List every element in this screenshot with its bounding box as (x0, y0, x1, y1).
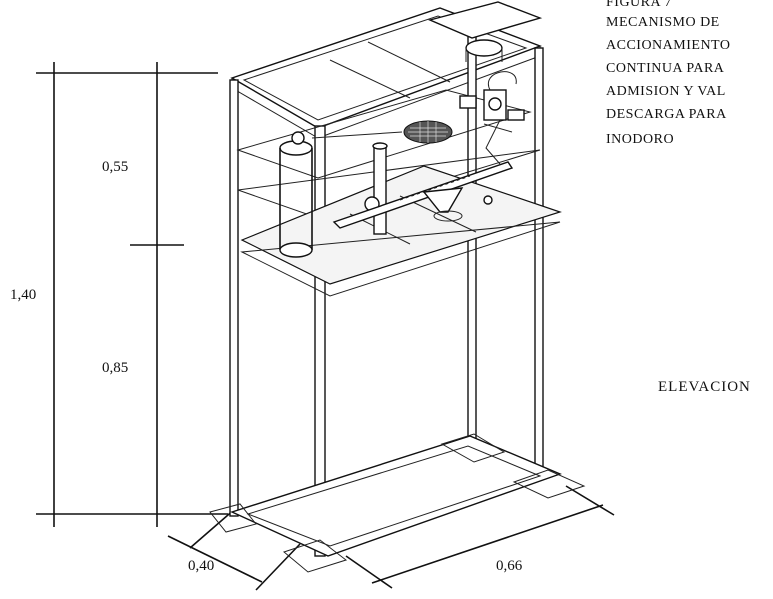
width-ext-b (345, 555, 393, 589)
dim-width: 0,66 (496, 558, 523, 574)
title-line-2: MECANISMO DE (606, 15, 720, 30)
depth-ext-a (189, 507, 237, 549)
cistern-bowl (465, 39, 503, 57)
base-dimensions: 0,40 0,66 (167, 485, 615, 591)
dim-total-height: 1,40 (10, 287, 36, 303)
depth-dim-line (167, 535, 263, 583)
cistern-box (427, 1, 543, 39)
post-back-right (534, 47, 544, 479)
actuator-cable (487, 71, 517, 91)
title-line-3: ACCIONAMIENTO (606, 38, 730, 53)
top-crossbar-1 (329, 59, 411, 99)
post-front-left (229, 79, 239, 517)
width-dim-line (371, 504, 604, 584)
actuator-box (459, 95, 477, 109)
middle-shelf (240, 165, 562, 285)
frame-structure (209, 7, 586, 573)
elevation-label: ELEVACION (658, 379, 751, 395)
floor-plate-3 (512, 469, 586, 499)
floor-plate-1 (209, 503, 257, 533)
floor-plate-2 (282, 539, 348, 573)
lever-arm (332, 161, 514, 229)
title-line-5: ADMISION Y VAL (606, 84, 726, 99)
figure-title: FIGURA 7 MECANISMO DE ACCIONAMIENTO CONT… (606, 0, 730, 147)
height-dimensions: 1,40 0,55 0,85 (10, 62, 228, 527)
title-line-7: INODORO (606, 132, 674, 147)
tank-valve-icon (291, 131, 305, 145)
top-crossbar-2 (367, 41, 451, 83)
funnel-valve (422, 187, 464, 213)
drain-pipe (373, 145, 387, 235)
title-line-1: FIGURA 7 (606, 0, 672, 10)
upper-shelf (236, 89, 532, 179)
tank-bottom (279, 242, 313, 258)
base-frame (230, 435, 562, 557)
actuator-gear-icon (488, 97, 502, 111)
depth-ext-b (255, 543, 301, 591)
dim-lower-height: 0,85 (102, 360, 128, 376)
width-ext-a (565, 485, 615, 516)
floor-plate-4 (440, 433, 506, 463)
title-line-4: CONTINUA PARA (606, 61, 725, 76)
title-line-6: DESCARGA PARA (606, 107, 727, 122)
mechanism (279, 1, 543, 258)
top-frame-inner (242, 15, 528, 121)
dim-depth: 0,40 (188, 558, 214, 574)
dim-upper-height: 0,55 (102, 159, 128, 175)
